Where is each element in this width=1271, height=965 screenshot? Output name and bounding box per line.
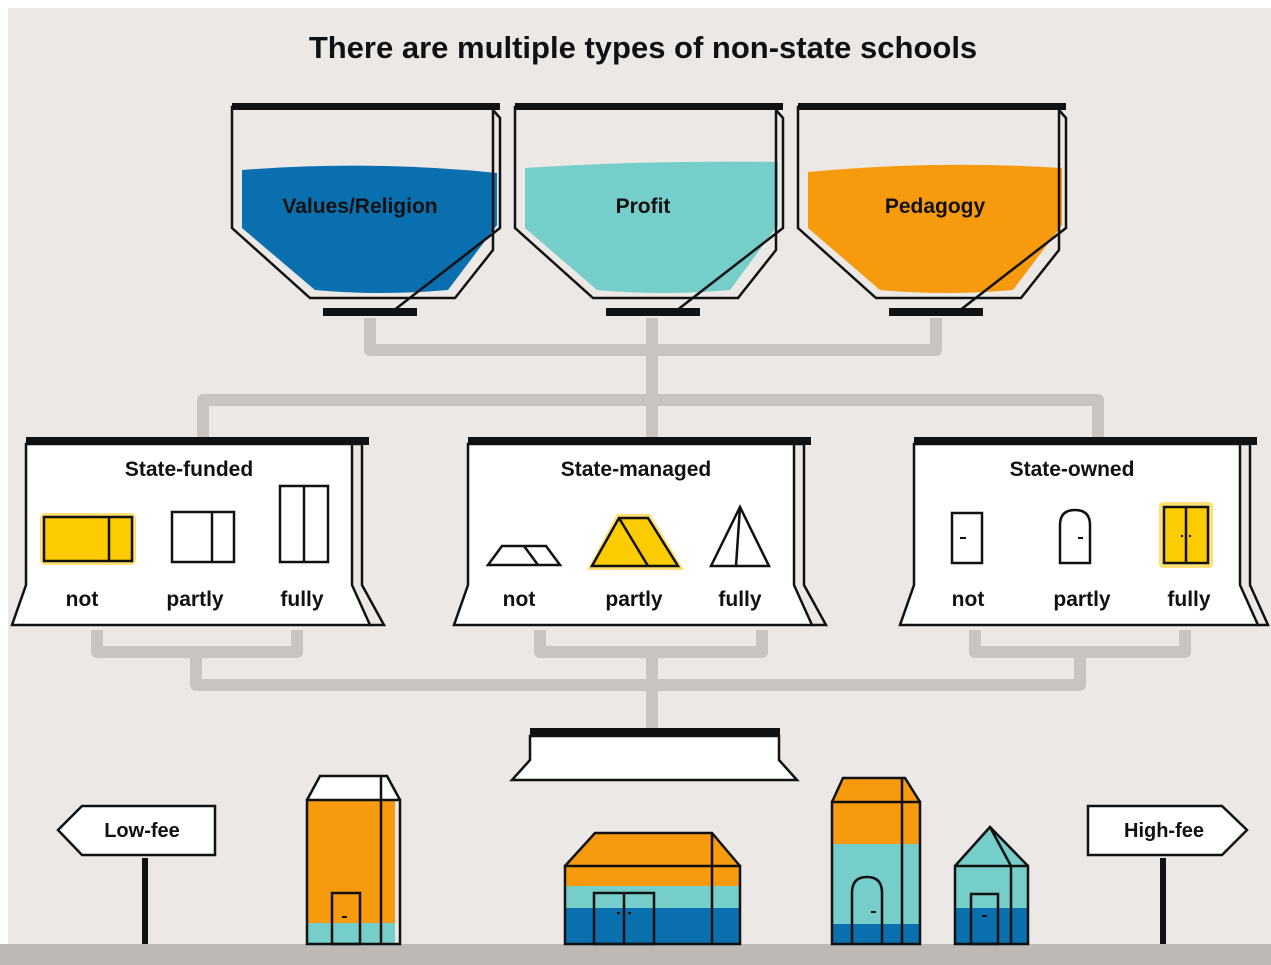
ground bbox=[0, 944, 1271, 965]
panel-state-funded: State-funded not partly fully bbox=[10, 437, 387, 627]
hopper-spout bbox=[323, 308, 417, 316]
panel-rim bbox=[468, 437, 811, 445]
hopper-side bbox=[392, 109, 502, 312]
hopper-fill bbox=[525, 161, 778, 293]
tent-icon bbox=[587, 514, 684, 570]
flat-tent-icon bbox=[485, 544, 563, 567]
hopper-profit: Profit bbox=[513, 103, 785, 316]
tall-arched-school-building bbox=[830, 776, 922, 946]
option-label: partly bbox=[166, 588, 224, 611]
hopper-rim bbox=[798, 103, 1066, 110]
hopper-label: Pedagogy bbox=[885, 195, 986, 218]
sign-label: High-fee bbox=[1124, 820, 1204, 842]
door-icon bbox=[950, 511, 984, 565]
hopper-side bbox=[958, 109, 1068, 312]
hopper-fill bbox=[808, 164, 1062, 293]
panel-state-managed: State-managed not partly fully bbox=[452, 437, 829, 627]
option-label: partly bbox=[1053, 588, 1111, 611]
panel-title: State-managed bbox=[561, 458, 712, 481]
hopper-side bbox=[675, 109, 785, 312]
hopper-fill bbox=[242, 165, 497, 293]
connector-pipes bbox=[91, 318, 1191, 730]
option-label: fully bbox=[280, 588, 323, 611]
tall-school-building bbox=[305, 774, 402, 946]
panel-title: State-owned bbox=[1010, 458, 1135, 481]
hopper-label: Profit bbox=[616, 195, 671, 218]
arched-door-icon bbox=[850, 875, 884, 944]
double-door-icon bbox=[592, 891, 656, 946]
option-label: not bbox=[66, 588, 99, 611]
small-pointed-school-building bbox=[953, 825, 1030, 946]
sign-low-fee: Low-fee bbox=[56, 804, 217, 944]
option-label: fully bbox=[718, 588, 761, 611]
output-tray bbox=[509, 728, 800, 782]
sign-high-fee: High-fee bbox=[1086, 804, 1249, 944]
hopper-rim bbox=[232, 103, 500, 110]
hopper-label: Values/Religion bbox=[282, 195, 437, 218]
hopper-spout bbox=[606, 308, 700, 316]
hopper-pedagogy: Pedagogy bbox=[796, 103, 1068, 316]
page-title: There are multiple types of non-state sc… bbox=[309, 30, 977, 65]
money-bundle-icon bbox=[170, 510, 236, 564]
panel-title: State-funded bbox=[125, 458, 253, 481]
panel-rim bbox=[914, 437, 1257, 445]
sign-label: Low-fee bbox=[104, 820, 180, 842]
panel-rim bbox=[26, 437, 369, 445]
pyramid-tent-icon bbox=[708, 504, 772, 568]
option-label: not bbox=[503, 588, 536, 611]
panel-state-owned: State-owned not partly fully bbox=[898, 437, 1270, 627]
arched-door-icon bbox=[1058, 508, 1092, 565]
double-door-icon bbox=[1159, 502, 1213, 568]
hopper-rim bbox=[515, 103, 783, 110]
money-bundle-icon bbox=[40, 513, 136, 565]
door-icon bbox=[969, 892, 1000, 946]
wide-school-building bbox=[563, 831, 742, 946]
hopper-spout bbox=[889, 308, 983, 316]
option-label: not bbox=[952, 588, 985, 611]
money-bundle-icon bbox=[278, 484, 330, 564]
option-label: partly bbox=[605, 588, 663, 611]
door-icon bbox=[330, 891, 362, 946]
hopper-values-religion: Values/Religion bbox=[230, 103, 502, 316]
option-label: fully bbox=[1167, 588, 1210, 611]
